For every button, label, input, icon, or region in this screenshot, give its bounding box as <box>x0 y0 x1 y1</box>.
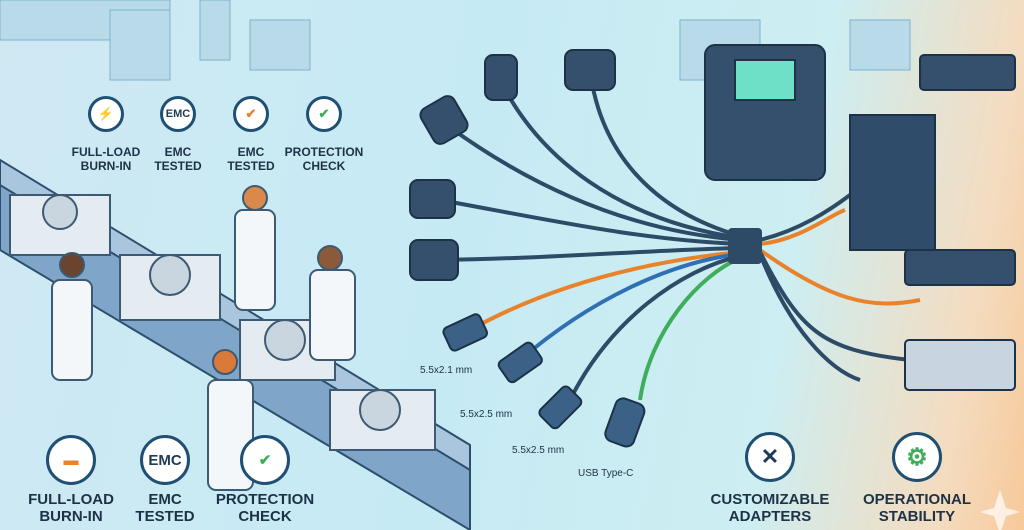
lightning-icon: ⚡ <box>88 96 124 132</box>
network-switch <box>849 114 936 251</box>
badge-label: CUSTOMIZABLE <box>710 491 830 508</box>
badge-label: CHECK <box>302 159 346 173</box>
router-mid <box>904 249 1016 286</box>
connector-label: 5.5x2.5 mm <box>512 445 565 456</box>
orange-shield-check-icon: ✔ <box>233 96 269 132</box>
badge-label: PROTECTION <box>215 491 315 508</box>
badge-label: EMC <box>237 145 265 159</box>
green-shield-check-icon: ✔ <box>240 435 290 485</box>
mini-pc <box>904 339 1016 391</box>
ac-plugs <box>409 49 616 281</box>
connector-label: 5.5x2.1 mm <box>420 365 473 376</box>
badge-label: CHECK <box>238 508 292 525</box>
emc-icon: EMC <box>160 96 196 132</box>
badge-label: BURN-IN <box>39 508 103 525</box>
emc-text: EMC <box>165 108 191 120</box>
cable-bundle-clip <box>728 228 762 264</box>
heater-icon: ▬ <box>46 435 96 485</box>
devices <box>704 44 1016 391</box>
emc-text: EMC <box>148 451 182 469</box>
dc-plugs <box>442 313 646 448</box>
badge-label: TESTED <box>135 508 195 525</box>
badge-label: ADAPTERS <box>728 508 812 525</box>
badge-label: BURN-IN <box>80 159 132 173</box>
connector-label: USB Type-C <box>578 468 634 479</box>
badge-label: FULL-LOAD <box>28 491 114 508</box>
cables <box>438 69 921 401</box>
badge-label: FULL-LOAD <box>71 145 141 159</box>
badge-label: PROTECTION <box>284 145 364 159</box>
connector-label: 5.5x2.5 mm <box>460 409 513 420</box>
router-top <box>919 54 1016 91</box>
green-shield-check-icon: ✔ <box>306 96 342 132</box>
badge-label: OPERATIONAL <box>862 491 972 508</box>
badge-label: TESTED <box>154 159 202 173</box>
badge-label: EMC <box>164 145 192 159</box>
factory-background <box>0 0 911 81</box>
sparkle-icon <box>980 490 1020 530</box>
gear-icon: ⚙ <box>892 432 942 482</box>
badge-label: STABILITY <box>878 508 956 525</box>
emc-icon: EMC <box>140 435 190 485</box>
badge-label: TESTED <box>227 159 275 173</box>
badge-label: EMC <box>148 491 182 508</box>
tools-icon: ✕ <box>745 432 795 482</box>
